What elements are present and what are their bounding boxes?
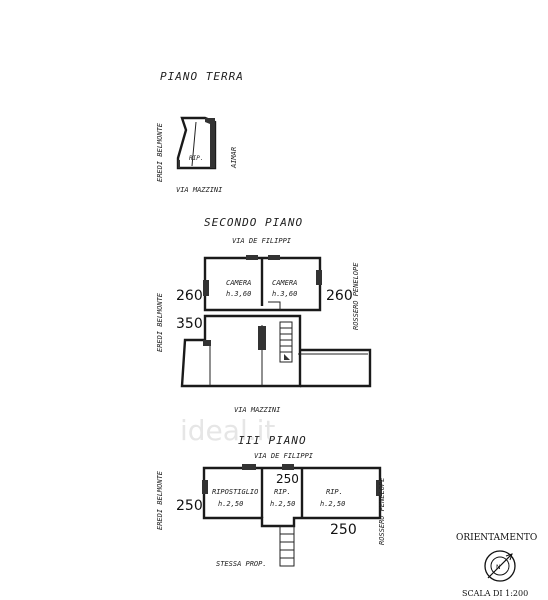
third-floor-room-2-height: h.2,50 bbox=[270, 500, 295, 508]
svg-text:N: N bbox=[496, 564, 501, 571]
third-floor-room-3-height: h.2,50 bbox=[320, 500, 345, 508]
second-floor-dim-right: 260 bbox=[326, 288, 353, 304]
second-floor-room-1-name: CAMERA bbox=[226, 279, 251, 287]
third-floor-street-top: VIA DE FILIPPI bbox=[254, 452, 314, 460]
ground-floor-plan bbox=[176, 116, 217, 170]
ground-floor-street: VIA MAZZINI bbox=[176, 186, 223, 194]
scale-label: SCALA DI 1:200 bbox=[462, 589, 528, 598]
third-floor-bottom-label: STESSA PROP. bbox=[216, 560, 267, 568]
third-floor-room-3-name: RIP. bbox=[326, 488, 343, 496]
third-floor-dim-right: 250 bbox=[330, 522, 357, 538]
compass-icon: N bbox=[484, 550, 516, 582]
third-floor-room-1-height: h.2,50 bbox=[218, 500, 243, 508]
third-floor-left-label: EREDI BELMONTE bbox=[156, 470, 164, 530]
second-floor-street-bottom: VIA MAZZINI bbox=[234, 406, 281, 414]
third-floor-room-1-name: RIPOSTIGLIO bbox=[212, 488, 258, 496]
second-floor-room-1-height: h.3,60 bbox=[226, 290, 251, 298]
orientation-title: ORIENTAMENTO bbox=[456, 533, 537, 543]
third-floor-right-label: ROSSERO PENELOPE bbox=[378, 477, 386, 545]
third-floor-dim-left: 250 bbox=[176, 498, 203, 514]
ground-floor-right-label: AIMAR bbox=[230, 147, 238, 169]
second-floor-street-top: VIA DE FILIPPI bbox=[232, 237, 292, 245]
third-floor-title: III PIANO bbox=[238, 434, 307, 447]
second-floor-room-2-height: h.3,60 bbox=[272, 290, 297, 298]
third-floor-room-2-name: RIP. bbox=[274, 488, 291, 496]
second-floor-right-label: ROSSERO PENELOPE bbox=[352, 262, 360, 330]
third-floor-dim-top: 250 bbox=[276, 472, 299, 486]
second-floor-dim-left: 260 bbox=[176, 288, 203, 304]
watermark: ideal.it bbox=[180, 414, 275, 447]
third-floor-plan bbox=[202, 464, 382, 567]
second-floor-title: SECONDO PIANO bbox=[204, 216, 303, 229]
ground-floor-title: PIANO TERRA bbox=[160, 70, 244, 83]
second-floor-room-2-name: CAMERA bbox=[272, 279, 297, 287]
ground-floor-left-label: EREDI BELMONTE bbox=[156, 122, 164, 182]
ground-floor-room-label: RIP. bbox=[189, 155, 203, 162]
second-floor-left-label: EREDI BELMONTE bbox=[156, 292, 164, 352]
second-floor-plan bbox=[180, 255, 372, 388]
second-floor-dim-mid: 350 bbox=[176, 316, 203, 332]
